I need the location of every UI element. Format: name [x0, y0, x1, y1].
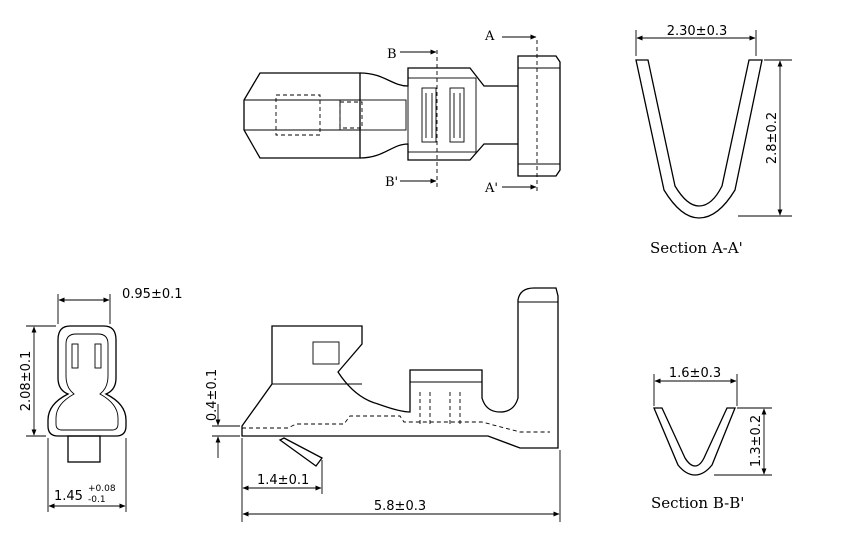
side-view: 0.4±0.1 1.4±0.1 5.8±0.3 [205, 287, 561, 522]
section-marker-b-prime: B' [385, 175, 398, 190]
side-total-length-dim: 5.8±0.3 [374, 499, 426, 514]
side-tab-length-dim: 1.4±0.1 [257, 473, 309, 488]
section-marker-a-prime: A' [484, 181, 498, 196]
section-aa-title: Section A-A' [650, 239, 743, 257]
section-aa-width-dim: 2.30±0.3 [667, 24, 728, 39]
front-view: 0.95±0.1 2.08±0.1 1.45 +0.08 -0.1 [19, 287, 183, 512]
front-bottom-width-upper-tol: +0.08 [88, 484, 116, 494]
section-aa-view: 2.30±0.3 2.8±0.2 Section A-A' [635, 24, 792, 257]
front-bottom-width-lower-tol: -0.1 [88, 495, 106, 505]
section-bb-width-dim: 1.6±0.3 [669, 366, 721, 381]
section-marker-a: A [484, 29, 495, 44]
side-thickness-dim: 0.4±0.1 [205, 369, 220, 421]
section-bb-height-dim: 1.3±0.2 [749, 415, 764, 467]
front-height-dim: 2.08±0.1 [19, 351, 34, 412]
section-bb-title: Section B-B' [651, 494, 744, 512]
section-aa-height-dim: 2.8±0.2 [765, 112, 780, 164]
front-bottom-width-base: 1.45 [54, 489, 83, 504]
section-marker-b: B [387, 47, 397, 62]
front-top-width-dim: 0.95±0.1 [122, 287, 183, 302]
section-bb-view: 1.6±0.3 1.3±0.2 Section B-B' [651, 366, 772, 512]
top-view: B B' A A' [243, 29, 561, 196]
